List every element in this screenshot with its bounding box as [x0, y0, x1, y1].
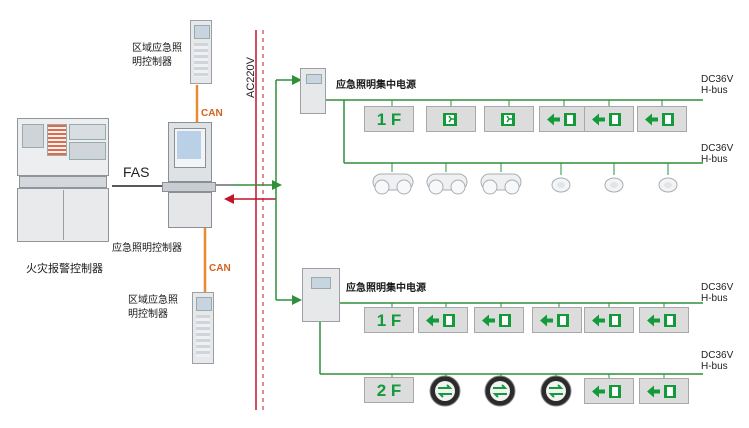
exit-arrow-sign [584, 307, 634, 333]
floor-sign-2f: 2 F [364, 377, 414, 403]
lighting-controller-label: 应急照明控制器 [112, 243, 182, 254]
twin-spot-emergency-light-icon [480, 173, 522, 195]
exit-arrow-icon [547, 113, 576, 126]
exit-arrow-sign [639, 378, 689, 404]
twin-spot-emergency-light-icon [372, 173, 414, 195]
exit-running-man-icon [501, 113, 515, 126]
fas-label: FAS [123, 164, 150, 180]
regional-controller-bottom-label-2: 明控制器 [128, 309, 168, 320]
exit-arrow-icon [592, 113, 621, 126]
exit-arrow-icon [645, 113, 674, 126]
exit-arrow-sign [532, 307, 582, 333]
power-supply-top-label: 应急照明集中电源 [336, 80, 416, 91]
regional-controller-top-label-2: 明控制器 [132, 57, 172, 68]
exit-arrow-sign [474, 307, 524, 333]
exit-arrow-icon [540, 314, 569, 327]
floor-sign-1f-bottom: 1 F [364, 307, 414, 333]
bus-arrow-head [272, 180, 282, 190]
red-arrow-head [224, 194, 234, 204]
central-power-supply-top [300, 68, 326, 114]
bidirectional-arrow-icon [429, 375, 461, 407]
exit-sign [426, 106, 476, 132]
exit-running-man-icon [443, 113, 457, 126]
regional-controller-top [190, 20, 212, 84]
exit-sign [484, 106, 534, 132]
exit-arrow-icon [482, 314, 511, 327]
exit-arrow-sign [584, 106, 634, 132]
downlight-icon [551, 177, 571, 193]
exit-arrow-icon [592, 385, 621, 398]
can-label-top: CAN [201, 108, 223, 119]
central-power-supply-bottom [302, 268, 340, 322]
ac220v-label: AC220V [245, 57, 257, 98]
emergency-lighting-controller [162, 122, 216, 228]
can-label-bottom: CAN [209, 263, 231, 274]
floor-sign-1f-top: 1 F [364, 106, 414, 132]
regional-controller-top-label-1: 区域应急照 [132, 43, 182, 54]
fire-alarm-controller [17, 118, 109, 242]
twin-spot-emergency-light-icon [426, 173, 468, 195]
regional-controller-bottom [192, 292, 214, 364]
regional-controller-bottom-label-1: 区域应急照 [128, 295, 178, 306]
exit-arrow-sign [637, 106, 687, 132]
exit-arrow-sign [418, 307, 468, 333]
exit-arrow-sign [584, 378, 634, 404]
downlight-icon [604, 177, 624, 193]
bidirectional-arrow-icon [540, 375, 572, 407]
exit-arrow-sign [539, 106, 589, 132]
fire-alarm-controller-label: 火灾报警控制器 [26, 262, 103, 275]
exit-arrow-icon [647, 314, 676, 327]
exit-arrow-icon [647, 385, 676, 398]
exit-arrow-sign [639, 307, 689, 333]
exit-arrow-icon [592, 314, 621, 327]
power-supply-bottom-label: 应急照明集中电源 [346, 283, 426, 294]
exit-arrow-icon [426, 314, 455, 327]
downlight-icon [658, 177, 678, 193]
bidirectional-arrow-icon [484, 375, 516, 407]
